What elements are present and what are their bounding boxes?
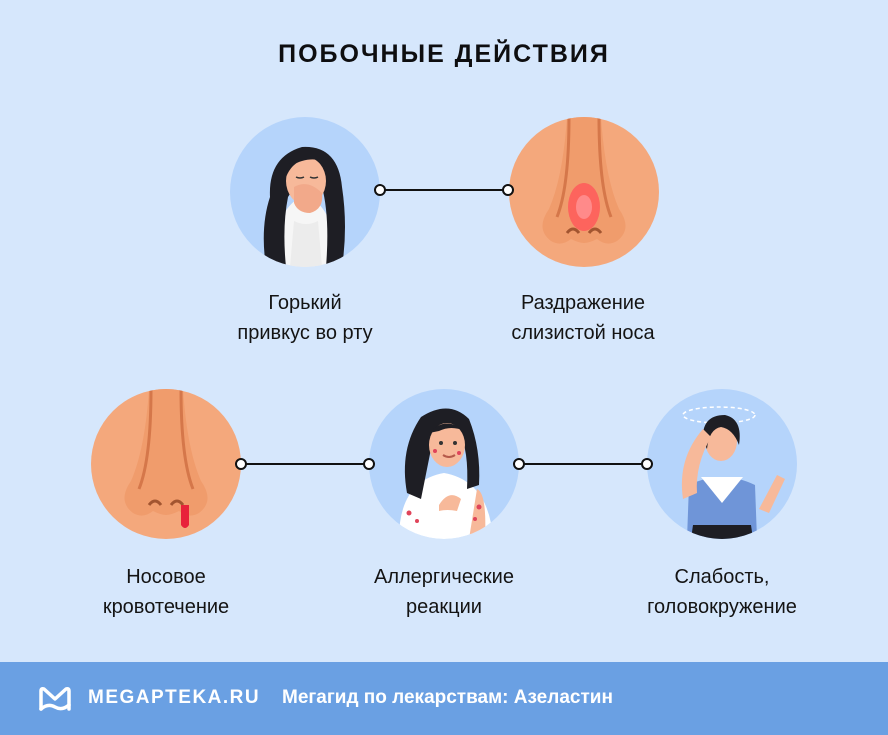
connector-dot (513, 458, 525, 470)
connector-dot (363, 458, 375, 470)
allergy-woman-icon (369, 389, 519, 539)
footer-tagline: Мегагид по лекарствам: Азеластин (282, 687, 613, 708)
irritated-nose-icon (509, 117, 659, 267)
megapteka-logo-icon (39, 687, 71, 711)
bitter-taste-woman-icon (230, 117, 380, 267)
connector-dot (374, 184, 386, 196)
page-title: ПОБОЧНЫЕ ДЕЙСТВИЯ (278, 40, 610, 68)
effect-label-dizziness: Слабость,головокружение (647, 566, 797, 618)
connector-dot (502, 184, 514, 196)
nosebleed-icon (91, 389, 241, 539)
connector-line-bottom-left (241, 463, 369, 465)
dizzy-woman-icon (647, 389, 797, 539)
connector-line-top (380, 189, 508, 191)
connector-dot (641, 458, 653, 470)
connector-line-bottom-right (519, 463, 647, 465)
footer-bar: MEGAPTEKA.RU Мегагид по лекарствам: Азел… (0, 662, 888, 735)
brand-name[interactable]: MEGAPTEKA.RU (88, 687, 261, 708)
connector-dot (235, 458, 247, 470)
